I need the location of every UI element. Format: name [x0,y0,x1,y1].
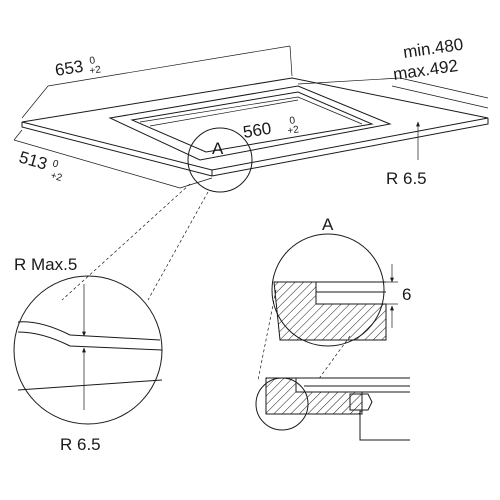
detail-a-marker-label: A [212,139,224,158]
radius-max-label: R Max.5 [14,255,77,274]
corner-edge-lower [17,379,163,391]
dim-width-tol-upper: 0 [89,55,97,67]
installed-seal [349,393,373,411]
worktop-drawing: A [21,77,489,193]
cutout-lip [139,96,363,125]
dim-cutout-value: 560 [242,119,273,142]
installed-section [255,377,410,441]
corner-detail-circle [13,275,163,425]
groove-depth-label: 6 [402,285,411,304]
dim-max-depth: max.492 [392,56,459,84]
dim-width-653: 653 0 +2 [21,45,293,119]
dim-depth-tol-upper: 0 [51,158,60,170]
cutout-inner [130,91,374,153]
dim-depth-value: 513 [17,148,50,174]
dim-cutout-560: 560 0 +2 [149,99,300,142]
radius-bottom-label: R 6.5 [60,435,101,454]
installed-hatched-worktop [265,377,363,415]
dim-radius-top: R 6.5 [386,121,427,188]
detail-a-circle [271,233,385,347]
dim-depth-range: min.480 max.492 [297,35,489,109]
dim-cutout-tol-upper: 0 [289,115,297,127]
dim-depth-513: 513 0 +2 [13,129,213,189]
radius-top-label: R 6.5 [386,169,427,188]
dim-width-tol-lower: +2 [89,64,102,77]
installed-hob-body [359,410,410,441]
detail-a-title: A [322,215,334,234]
detail-a-hatched-worktop [273,281,387,341]
detail-a-section: A 6 [257,215,411,381]
dim-width-value: 653 [54,57,85,80]
corner-detail: R Max.5 R 6.5 [13,183,209,454]
corner-edge-upper [17,321,161,341]
dim-cutout-tol-lower: +2 [287,124,300,137]
dim-depth-tol-lower: +2 [49,170,63,184]
cutout-outer [108,85,392,161]
corner-edge-mid [17,331,163,351]
detail-a-marker-circle [187,127,253,193]
